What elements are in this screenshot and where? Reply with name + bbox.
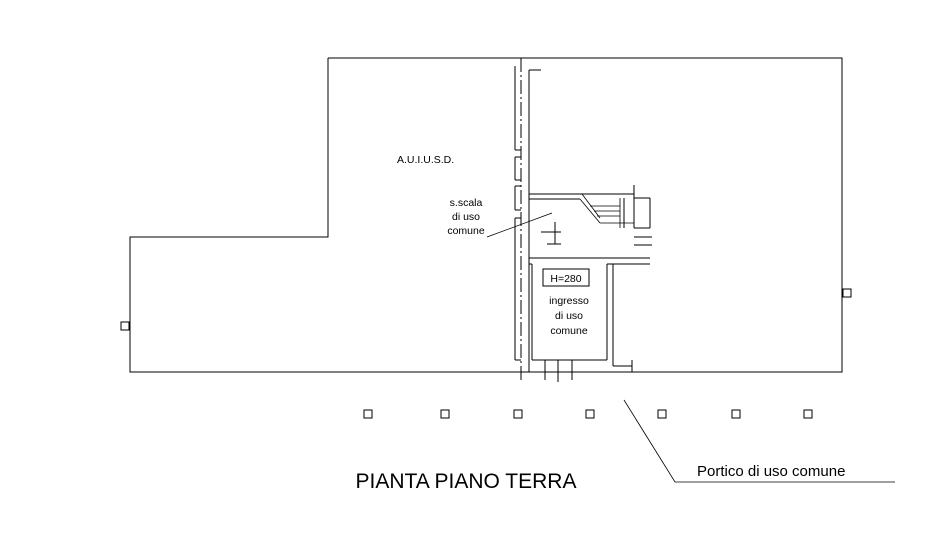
portico-leader-line <box>623 399 895 483</box>
height-box <box>542 268 590 287</box>
central-dividing-wall <box>514 58 541 380</box>
pillar <box>440 409 450 419</box>
entrance-label-line1: ingresso <box>549 295 589 307</box>
pillar <box>803 409 813 419</box>
stair-label-line1: s.scala <box>450 197 483 209</box>
unit-label: A.U.I.U.S.D. <box>397 154 454 166</box>
building-outline <box>129 57 843 373</box>
height-label: H=280 <box>550 273 581 285</box>
entrance-room <box>529 257 650 382</box>
stair-label-line3: comune <box>447 225 485 237</box>
right-wall-marker <box>842 288 852 298</box>
stair-leader-line <box>486 212 553 238</box>
pillar <box>585 409 595 419</box>
pillar <box>657 409 667 419</box>
entrance-label-line2: di uso <box>555 310 583 322</box>
portico-label: Portico di uso comune <box>697 463 845 480</box>
pillar <box>731 409 741 419</box>
plan-title: PIANTA PIANO TERRA <box>356 470 577 493</box>
pillar <box>363 409 373 419</box>
left-wall-marker <box>120 321 130 331</box>
entrance-label-line3: comune <box>550 325 588 337</box>
stair-label-line2: di uso <box>452 211 480 223</box>
pillar <box>513 409 523 419</box>
stair-area <box>529 185 652 259</box>
portico-pillars <box>363 409 813 419</box>
